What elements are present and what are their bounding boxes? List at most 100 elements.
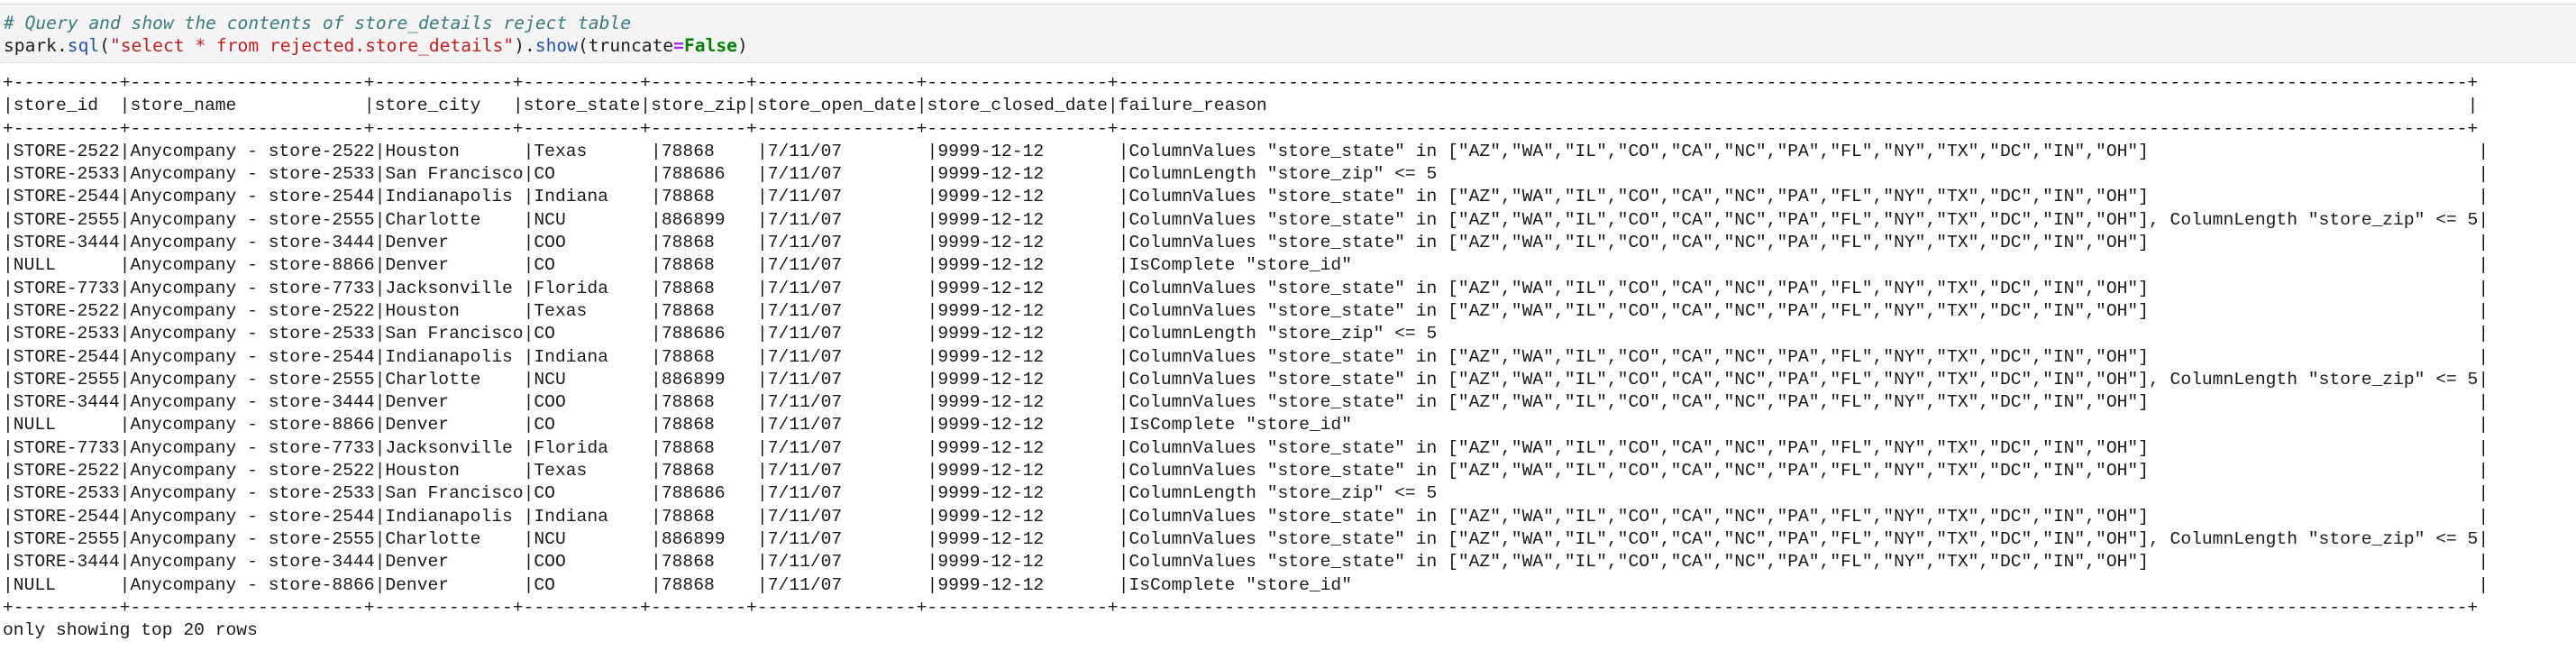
cell-store-open-date: 7/11/07 xyxy=(767,324,927,344)
table-row: |STORE-7733|Anycompany - store-7733|Jack… xyxy=(3,278,2489,300)
cell-store-open-date: 7/11/07 xyxy=(767,164,927,185)
column-separator: | xyxy=(2478,506,2489,527)
cell-store-city: Denver xyxy=(385,233,524,253)
column-separator: | xyxy=(374,437,386,458)
column-separator: | xyxy=(3,164,14,185)
column-separator: | xyxy=(927,324,938,344)
table-row: |NULL |Anycompany - store-8866|Denver |C… xyxy=(3,254,2489,277)
column-separator: | xyxy=(2478,278,2489,298)
table-row: |STORE-7733|Anycompany - store-7733|Jack… xyxy=(3,437,2489,460)
cell-store-zip: 78868 xyxy=(661,552,757,573)
cell-store-id: STORE-2555 xyxy=(13,209,120,230)
code-token-plain: ( xyxy=(99,35,110,56)
column-separator: | xyxy=(1118,324,1129,344)
cell-output: +----------+----------------------+-----… xyxy=(3,72,2489,642)
cell-store-name: Anycompany - store-7733 xyxy=(130,437,375,458)
cell-store-name: Anycompany - store-2544 xyxy=(130,346,375,367)
cell-store-id: STORE-2533 xyxy=(13,483,120,504)
column-separator: | xyxy=(3,300,14,321)
column-separator: | xyxy=(523,552,534,573)
column-separator: | xyxy=(756,141,768,161)
column-separator: | xyxy=(3,278,14,298)
cell-store-zip: 78868 xyxy=(661,437,757,458)
table-row: |STORE-2522|Anycompany - store-2522|Hous… xyxy=(3,141,2489,163)
cell-store-city: San Francisco xyxy=(385,483,524,504)
column-separator: | xyxy=(927,141,938,161)
cell-store-open-date: 7/11/07 xyxy=(767,552,927,573)
column-separator: | xyxy=(927,233,938,253)
cell-store-state: Indiana xyxy=(534,506,652,527)
cell-failure-reason: ColumnValues "store_state" in ["AZ","WA"… xyxy=(1128,506,2479,527)
cell-store-zip: 886899 xyxy=(661,209,757,230)
table-row: |STORE-2555|Anycompany - store-2555|Char… xyxy=(3,209,2489,232)
column-separator: | xyxy=(927,278,938,298)
column-separator: | xyxy=(756,233,768,253)
cell-store-city: Houston xyxy=(385,300,524,321)
cell-store-state: Indiana xyxy=(534,346,652,367)
cell-store-city: Denver xyxy=(385,255,524,276)
column-separator: | xyxy=(523,369,534,390)
code-comment: # Query and show the contents of store_d… xyxy=(4,13,631,33)
cell-store-id: STORE-2544 xyxy=(13,346,120,367)
cell-store-name: Anycompany - store-2522 xyxy=(130,461,375,481)
cell-store-name: Anycompany - store-2544 xyxy=(130,187,375,207)
column-separator: | xyxy=(1118,164,1129,185)
cell-store-id: NULL xyxy=(13,415,120,436)
column-separator: | xyxy=(1118,369,1129,390)
column-separator: | xyxy=(119,164,131,185)
table-row: |STORE-2544|Anycompany - store-2544|Indi… xyxy=(3,346,2489,369)
cell-store-open-date: 7/11/07 xyxy=(767,255,927,276)
cell-failure-reason: failure_reason xyxy=(1118,96,2468,116)
column-separator: | xyxy=(374,552,386,573)
cell-failure-reason: ColumnLength "store_zip" <= 5 xyxy=(1128,164,2479,185)
cell-store-zip: 78868 xyxy=(661,255,757,276)
cell-store-city: Indianapolis xyxy=(385,346,524,367)
cell-store-closed-date: 9999-12-12 xyxy=(937,506,1119,527)
column-separator: | xyxy=(2478,528,2489,549)
column-separator: | xyxy=(374,461,386,481)
column-separator: | xyxy=(1118,255,1129,276)
cell-store-name: Anycompany - store-2544 xyxy=(130,506,375,527)
column-separator: | xyxy=(756,392,768,413)
cell-failure-reason: ColumnValues "store_state" in ["AZ","WA"… xyxy=(1128,392,2479,413)
cell-store-name: Anycompany - store-3444 xyxy=(130,392,375,413)
cell-store-city: Charlotte xyxy=(385,209,524,230)
column-separator: | xyxy=(756,255,768,276)
column-separator: | xyxy=(523,461,534,481)
cell-store-city: Charlotte xyxy=(385,528,524,549)
column-separator: | xyxy=(756,552,768,573)
cell-store-open-date: 7/11/07 xyxy=(767,461,927,481)
cell-store-state: CO xyxy=(534,574,652,595)
column-separator: | xyxy=(651,574,662,595)
column-separator: | xyxy=(651,415,662,436)
cell-store-open-date: 7/11/07 xyxy=(767,369,927,390)
column-separator: | xyxy=(1118,300,1129,321)
column-separator: | xyxy=(3,233,14,253)
column-separator: | xyxy=(119,528,131,549)
column-separator: | xyxy=(927,483,938,504)
cell-failure-reason: ColumnValues "store_state" in ["AZ","WA"… xyxy=(1128,437,2479,458)
column-separator: | xyxy=(374,164,386,185)
table-row: |STORE-3444|Anycompany - store-3444|Denv… xyxy=(3,551,2489,573)
cell-store-id: STORE-2522 xyxy=(13,141,120,161)
table-row: |NULL |Anycompany - store-8866|Denver |C… xyxy=(3,574,2489,597)
column-separator: | xyxy=(3,574,14,595)
column-separator: | xyxy=(512,96,524,116)
column-separator: | xyxy=(651,233,662,253)
column-separator: | xyxy=(3,369,14,390)
cell-store-open-date: 7/11/07 xyxy=(767,528,927,549)
column-separator: | xyxy=(1118,209,1129,230)
column-separator: | xyxy=(523,278,534,298)
cell-store-closed-date: 9999-12-12 xyxy=(937,278,1119,298)
cell-store-state: Florida xyxy=(534,437,652,458)
cell-store-name: Anycompany - store-2555 xyxy=(130,528,375,549)
column-separator: | xyxy=(640,96,652,116)
code-cell-input[interactable]: # Query and show the contents of store_d… xyxy=(0,4,2576,63)
code-editor[interactable]: # Query and show the contents of store_d… xyxy=(4,12,748,57)
cell-store-city: Denver xyxy=(385,415,524,436)
cell-store-closed-date: store_closed_date xyxy=(927,96,1108,116)
cell-store-id: STORE-2533 xyxy=(13,324,120,344)
cell-store-state: CO xyxy=(534,324,652,344)
column-separator: | xyxy=(756,461,768,481)
